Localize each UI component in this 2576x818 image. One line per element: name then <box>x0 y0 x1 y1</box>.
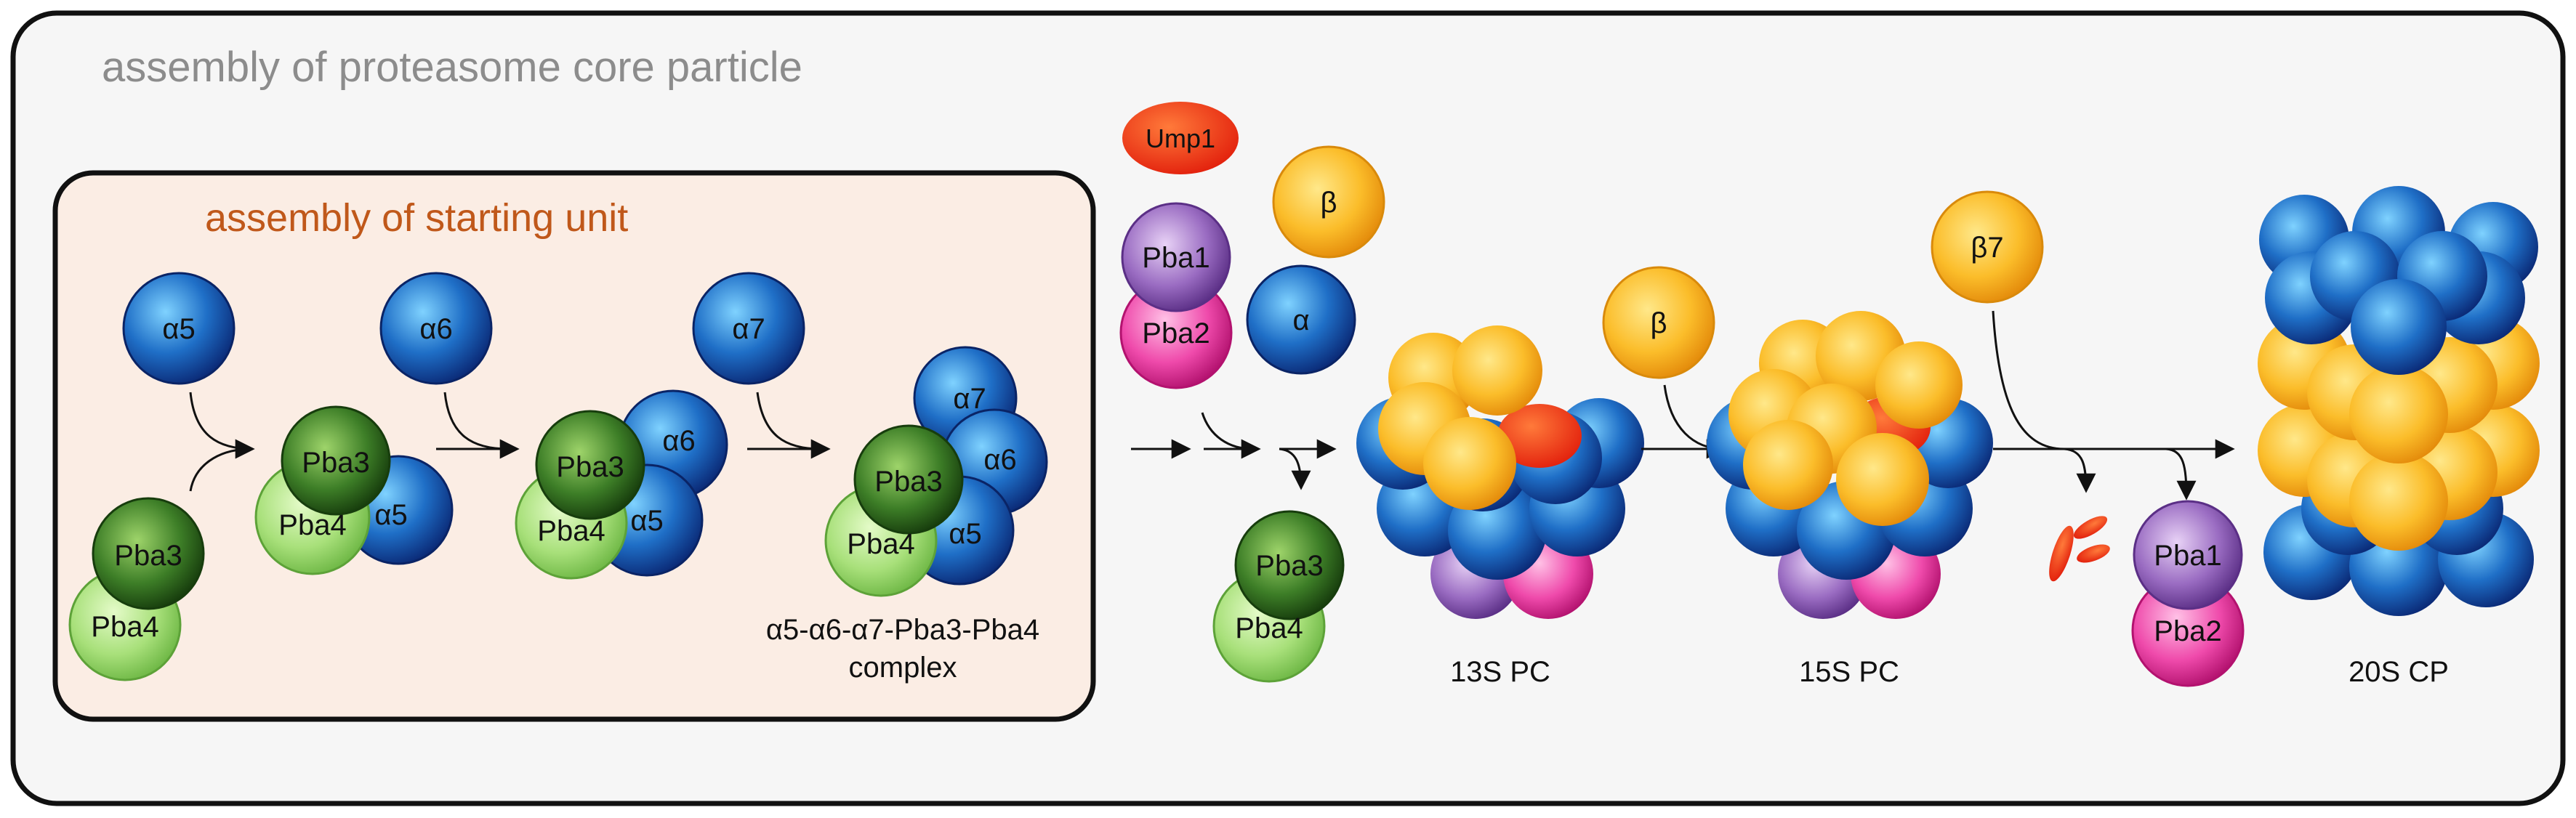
beta7-subunit-input: β7 <box>1931 190 2044 304</box>
pba3-pba4-pair-start: Pba3 Pba4 <box>68 497 205 681</box>
alpha7-label: α7 <box>732 313 765 345</box>
stage-13s-label: 13S PC <box>1450 656 1550 688</box>
alpha7-label: α7 <box>953 383 986 415</box>
beta-subunit-input: β <box>1272 145 1385 259</box>
pba3-label: Pba3 <box>1255 550 1323 582</box>
complex-pba-a5-a6: Pba3 Pba4 α6 α5 <box>515 389 728 580</box>
beta-subunit-input-2: β <box>1602 266 1715 379</box>
alpha5-label: α5 <box>162 313 195 345</box>
alpha6-label: α6 <box>983 444 1016 476</box>
alpha5-subunit: α5 <box>122 272 236 385</box>
pba3-label: Pba3 <box>114 540 182 572</box>
beta-label: β <box>1320 187 1337 219</box>
arrow-release-pba12 <box>2165 448 2197 501</box>
alpha6-label: α6 <box>662 425 695 457</box>
pba3-label: Pba3 <box>302 447 369 479</box>
pba1-label: Pba1 <box>1142 242 1209 274</box>
complex-caption-line2: complex <box>849 652 957 684</box>
ump1-label: Ump1 <box>1146 123 1215 153</box>
alpha5-label: α5 <box>949 518 981 550</box>
complex-pba-a5: Pba3 Pba4 α5 <box>254 405 454 575</box>
complex-a5-a6-a7-pba: α7 α6 α5 Pba3 Pba4 <box>824 346 1048 597</box>
pba4-label: Pba4 <box>537 515 605 547</box>
arrow-input-curve <box>1201 412 1254 450</box>
alpha5-label: α5 <box>630 505 663 537</box>
stage-20s-label: 20S CP <box>2348 656 2449 688</box>
arrow-release-ump1 <box>2064 448 2096 493</box>
arrow-pba-join <box>189 448 248 492</box>
alpha5-label: α5 <box>374 499 407 531</box>
ump1-chaperone: Ump1 <box>1122 102 1239 174</box>
pba4-label: Pba4 <box>1235 612 1303 644</box>
arrow-beta7-join <box>1992 310 2065 450</box>
pba1-pba2-released: Pba1 Pba2 <box>2131 500 2245 687</box>
pba3-pba4-released: Pba3 Pba4 <box>1212 510 1345 683</box>
15s-precursor-complex <box>1707 311 1993 619</box>
alpha-label: α <box>1292 304 1309 336</box>
pba3-label: Pba3 <box>556 451 624 483</box>
pba4-label: Pba4 <box>91 611 158 643</box>
starting-unit-title: assembly of starting unit <box>205 196 628 240</box>
complex-caption-line1: α5-α6-α7-Pba3-Pba4 <box>766 614 1039 646</box>
alpha-subunit-input: α <box>1246 264 1356 375</box>
pba4-label: Pba4 <box>278 509 346 541</box>
ump1-degraded-fragments <box>2049 516 2110 582</box>
pba1-label: Pba1 <box>2154 540 2221 572</box>
alpha6-subunit: α6 <box>379 272 493 385</box>
13s-precursor-complex <box>1356 325 1644 619</box>
arrow-release-pba34 <box>1279 448 1311 490</box>
stage-15s-label: 15S PC <box>1799 656 1899 688</box>
pba2-label: Pba2 <box>1142 317 1209 349</box>
alpha6-label: α6 <box>419 313 452 345</box>
pba4-label: Pba4 <box>847 528 914 560</box>
alpha7-subunit: α7 <box>692 272 805 385</box>
pba2-label: Pba2 <box>2154 615 2221 647</box>
pba3-label: Pba3 <box>874 466 942 498</box>
beta7-label: β7 <box>1971 232 2003 264</box>
diagram-title: assembly of proteasome core particle <box>102 44 802 91</box>
20s-core-particle <box>2258 186 2540 616</box>
pba1-pba2-pair-input: Pba1 Pba2 <box>1119 202 1233 389</box>
beta-label: β <box>1650 307 1667 339</box>
